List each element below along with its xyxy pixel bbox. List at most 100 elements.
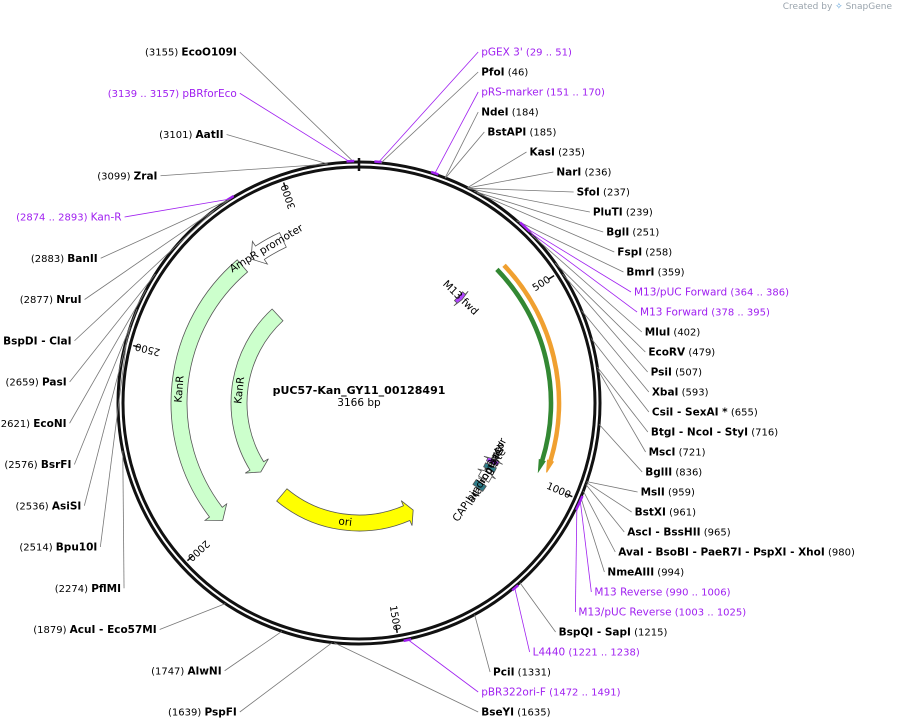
label-name: M13/pUC Reverse (578, 607, 671, 619)
leader-line-ndei (444, 111, 479, 179)
site-label-zrai: (3099) ZraI (97, 170, 157, 182)
label-position: (836) (672, 468, 702, 479)
leader-line-l4440 (514, 586, 531, 653)
label-position: (3101) (159, 130, 195, 141)
tick-mark-1000 (565, 493, 573, 498)
tick-label-3000: 3000 (280, 183, 299, 211)
label-position: (1879) (33, 625, 69, 636)
label-position: (185) (526, 128, 556, 139)
site-label-acui-eco57mi: (1879) AcuI - Eco57MI (33, 624, 156, 636)
label-name: PspFI (204, 707, 236, 719)
label-position: (1639) (168, 708, 204, 719)
label-name: M13 Reverse (594, 587, 662, 599)
primer-label-pbr322ori-f: pBR322ori-F (1472 .. 1491) (481, 687, 620, 699)
tick-mark-2000 (186, 555, 194, 562)
label-name: Bpu10I (56, 542, 98, 554)
leader-line-bsrfi (74, 309, 138, 465)
label-position: (980) (825, 548, 855, 559)
primer-mark-m13-puc-reverse (574, 502, 581, 511)
feature-label-m13-fwd-4: M13 fwd (440, 278, 480, 318)
site-label-bstxi: BstXI (961) (635, 507, 696, 519)
label-position: (236) (581, 168, 611, 179)
site-label-kasi: KasI (235) (530, 147, 586, 159)
site-label-alwni: (1747) AlwNI (151, 665, 222, 677)
primer-mark-pgex-3 (374, 160, 383, 164)
leader-line-bstapi (445, 131, 485, 179)
label-name: AcuI - Eco57MI (70, 624, 157, 636)
label-position: (2877) (20, 295, 56, 306)
feature-arrow-cap-binding-site-8 (472, 478, 487, 492)
label-name: XbaI (652, 387, 679, 399)
label-name: BseYI (481, 707, 514, 719)
primer-label-m13-puc-reverse: M13/pUC Reverse (1003 .. 1025) (578, 607, 746, 619)
primer-label-m13-forward: M13 Forward (378 .. 395) (640, 307, 770, 319)
leader-line-csii-sexai (590, 338, 650, 413)
leader-line-prs-marker (434, 91, 479, 175)
label-name: EcoNI (33, 418, 66, 430)
label-name: BtgI - NcoI - StyI (651, 427, 748, 439)
leader-line-m13-forward (526, 229, 638, 313)
leader-line-bgli (474, 190, 604, 233)
leader-line-fspi (476, 192, 615, 253)
leader-line-bseyi (333, 642, 479, 713)
label-position: (258) (642, 248, 672, 259)
leader-line-pflmi (122, 450, 125, 589)
site-label-pspfi: (1639) PspFI (168, 707, 237, 719)
label-position: (990 .. 1006) (662, 588, 730, 599)
insert-bar-0 (502, 263, 562, 473)
feature-label-kanr-0: KanR (173, 375, 187, 403)
label-position: (2621) (0, 419, 33, 430)
primer-mark-m13-reverse (578, 495, 584, 504)
label-name: NmeAIII (607, 567, 654, 579)
label-name: MscI (649, 447, 676, 459)
label-position: (2841) (0, 336, 3, 347)
leader-line-nari (467, 171, 554, 189)
primer-label-kan-r: (2874 .. 2893) Kan-R (16, 212, 121, 224)
site-label-bspqi-sapi: BspQI - SapI (1215) (559, 627, 668, 639)
primer-label-m13-puc-forward: M13/pUC Forward (364 .. 386) (634, 287, 789, 299)
site-label-avai-bsobi-paer7i-pspxi-xhoi: AvaI - BsoBI - PaeR7I - PspXI - XhoI (98… (618, 547, 855, 559)
label-name: PfoI (481, 67, 504, 79)
label-position: (46) (505, 68, 529, 79)
label-position: (716) (748, 428, 778, 439)
leader-line-btgi-ncoi-styi (596, 366, 649, 433)
leader-line-msci (597, 369, 646, 453)
label-position: (2883) (31, 254, 67, 265)
leader-line-pcii (474, 614, 491, 673)
leader-line-m13-puc-reverse (575, 505, 578, 613)
leader-line-bglii (598, 423, 643, 473)
label-name: M13/pUC Forward (634, 287, 727, 299)
label-position: (239) (623, 208, 653, 219)
label-position: (1331) (514, 668, 551, 679)
label-position: (721) (675, 448, 705, 459)
label-name: PflMI (91, 583, 121, 595)
site-label-csii-sexai: CsiI - SexAI * (655) (652, 407, 758, 419)
label-position: (479) (685, 348, 715, 359)
feature-label-ori-3: ori (338, 515, 353, 528)
site-label-bpu10i: (2514) Bpu10I (19, 542, 97, 554)
label-position: (959) (665, 488, 695, 499)
label-name: BglI (606, 227, 629, 239)
label-name: AvaI - BsoBI - PaeR7I - PspXI - XhoI (618, 547, 825, 559)
label-position: (655) (728, 408, 758, 419)
leader-line-pluti (468, 188, 590, 213)
credit-brand: SnapGene (845, 2, 892, 12)
site-label-mlui: MluI (402) (645, 327, 701, 339)
primer-label-l4440: L4440 (1221 .. 1238) (533, 647, 640, 659)
leader-line-pgex-3 (377, 51, 479, 164)
label-name: EcoO109I (181, 47, 236, 59)
credit-prefix: Created by (782, 2, 833, 12)
label-position: (2576) (4, 460, 40, 471)
labels-group: pGEX 3' (29 .. 51)PfoI (46)pRS-marker (1… (0, 47, 855, 719)
leader-line-pbrforeco (239, 92, 351, 163)
feature-arrow-lac-operator-6 (483, 462, 497, 473)
label-name: Kan-R (91, 212, 122, 224)
label-name: MslI (641, 487, 665, 499)
tick-label-1000: 1000 (545, 481, 573, 501)
label-position: (1003 .. 1025) (672, 608, 747, 619)
leader-line-m13-reverse (579, 498, 592, 593)
label-position: (151 .. 170) (543, 88, 605, 99)
leader-line-sfoi (468, 187, 574, 193)
site-label-bspdi-clai: (2841) BspDI - ClaI (0, 335, 72, 347)
